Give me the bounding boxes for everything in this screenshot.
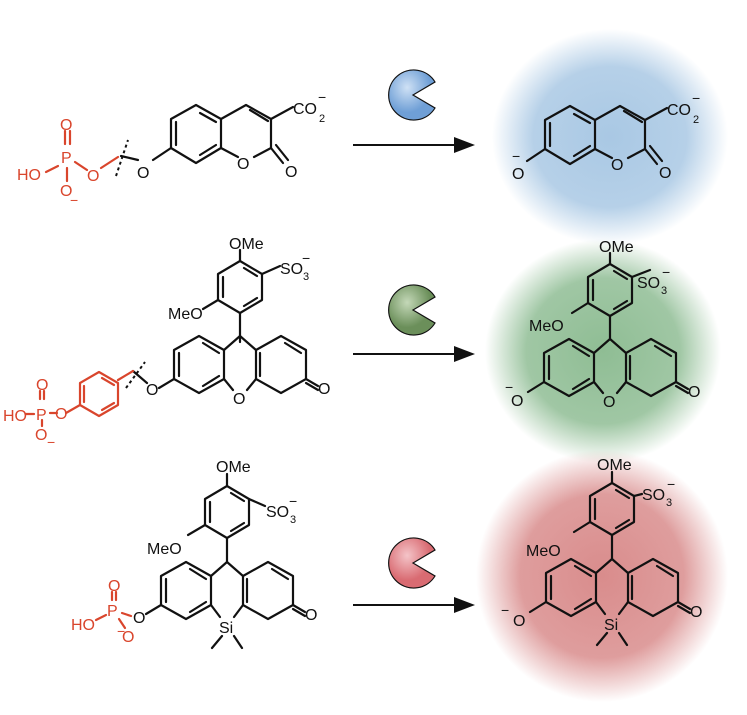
- product2-meo: MeO: [529, 318, 564, 335]
- product3-ome: OMe: [597, 457, 632, 474]
- enzyme-red-icon: [388, 537, 436, 589]
- phosphate3-phosphorus: P: [107, 603, 118, 620]
- carboxylate-sub: 2: [319, 113, 325, 125]
- substrate2-sulfonate-charge: −: [302, 250, 310, 266]
- product2-ome: OMe: [599, 239, 634, 256]
- product-glow-blue: [492, 29, 728, 245]
- phosphate3-charge: −: [117, 623, 125, 639]
- product3-silicon: Si: [604, 617, 618, 634]
- product3-phenolate-oxygen: O: [513, 613, 525, 630]
- substrate2-xanthene: [157, 334, 320, 395]
- phosphate2-anion-oxygen: O: [35, 427, 47, 444]
- product3-sulfonate: SO: [642, 487, 665, 504]
- phosphate-group-3: [94, 590, 133, 630]
- carbonyl-oxygen: O: [285, 164, 297, 181]
- substrate2-ome: OMe: [229, 236, 264, 253]
- product3-phenolate-charge: −: [501, 602, 509, 618]
- phosphate3-oxo: O: [108, 578, 120, 595]
- substrate3-ome: OMe: [216, 459, 251, 476]
- product2-sulfonate: SO: [637, 275, 660, 292]
- phosphate3-hydroxy: HO: [71, 617, 95, 634]
- enzyme-blue-icon: [388, 69, 436, 121]
- product1-phenolate-oxygen: O: [512, 166, 524, 183]
- ether-oxygen: O: [137, 165, 149, 182]
- reaction-arrow-3: [353, 597, 475, 613]
- phosphate-oxo: O: [60, 117, 72, 134]
- phosphate-ester-oxygen: O: [87, 168, 99, 185]
- substrate2-sulfonate: SO: [280, 261, 303, 278]
- coumarin-substrate: [115, 103, 295, 177]
- product3-meo: MeO: [526, 543, 561, 560]
- substrate3-sulfonate-charge: −: [289, 493, 297, 509]
- substrate2-meo: MeO: [168, 306, 203, 323]
- phosphate2-oxo: O: [36, 377, 48, 394]
- reaction-arrow-2: [353, 346, 475, 362]
- product3-sulfonate-charge: −: [667, 476, 675, 492]
- phosphate-hydroxy: HO: [17, 167, 41, 184]
- substrate3-sulfonate: SO: [266, 504, 289, 521]
- product-glow-red: [476, 450, 728, 702]
- carboxylate-charge: −: [318, 89, 326, 105]
- phosphate3-anion-oxygen: O: [122, 629, 134, 646]
- substrate2-sulfonate-sub: 3: [303, 271, 309, 283]
- product2-xanthene: [526, 337, 690, 398]
- phosphate-group-1: [44, 129, 120, 183]
- ring-oxygen: O: [237, 156, 249, 173]
- product2-bridge-oxygen: O: [603, 394, 615, 411]
- phosphate2-hydroxy: HO: [3, 408, 27, 425]
- product2-sulfonate-charge: −: [662, 264, 670, 280]
- coumarin-product: [525, 104, 669, 166]
- substrate3-carbonyl-oxygen: O: [305, 607, 317, 624]
- product3-carbonyl-oxygen: O: [690, 604, 702, 621]
- substrate3-si-xanthene: [144, 560, 307, 650]
- substrate3-sulfonate-sub: 3: [290, 514, 296, 526]
- product2-phenolate-charge: −: [505, 379, 513, 395]
- enzyme-green-icon: [388, 284, 436, 336]
- reaction-arrow-1: [353, 137, 475, 153]
- substrate3-meo: MeO: [147, 541, 182, 558]
- phosphate2-phosphorus: P: [36, 407, 47, 424]
- phosphate-benzyl-group: [24, 369, 135, 428]
- product3-sulfonate-sub: 3: [666, 497, 672, 509]
- product1-ring-oxygen: O: [611, 157, 623, 174]
- product-glow-green: [485, 239, 721, 463]
- substrate2-bridge-oxygen: O: [233, 391, 245, 408]
- substrate2-ether-oxygen: O: [146, 382, 158, 399]
- product2-carbonyl-oxygen: O: [688, 384, 700, 401]
- product2-phenolate-oxygen: O: [511, 393, 523, 410]
- product1-carboxylate-charge: −: [692, 90, 700, 106]
- phosphate-anion-oxygen: O: [60, 183, 72, 200]
- substrate2-pendant-aryl: [201, 248, 282, 338]
- phosphate-charge: −: [70, 192, 78, 208]
- product2-pendant-aryl: [570, 251, 652, 341]
- substrate3-silicon: Si: [219, 620, 233, 637]
- substrate2-carbonyl-oxygen: O: [318, 381, 330, 398]
- phosphate2-charge: −: [47, 434, 55, 450]
- phosphate2-ester-oxygen: O: [55, 406, 67, 423]
- product3-pendant-aryl: [572, 470, 644, 561]
- product1-phenolate-charge: −: [512, 148, 520, 164]
- product3-si-xanthene: [528, 557, 692, 647]
- substrate3-ester-oxygen: O: [133, 610, 145, 627]
- product2-sulfonate-sub: 3: [661, 285, 667, 297]
- product1-carboxylate-sub: 2: [693, 114, 699, 126]
- carboxylate-label: CO: [293, 101, 317, 118]
- product1-carboxylate: CO: [667, 102, 691, 119]
- substrate3-pendant-aryl: [186, 472, 267, 564]
- phosphorus-atom: P: [61, 150, 72, 167]
- product1-carbonyl-oxygen: O: [659, 165, 671, 182]
